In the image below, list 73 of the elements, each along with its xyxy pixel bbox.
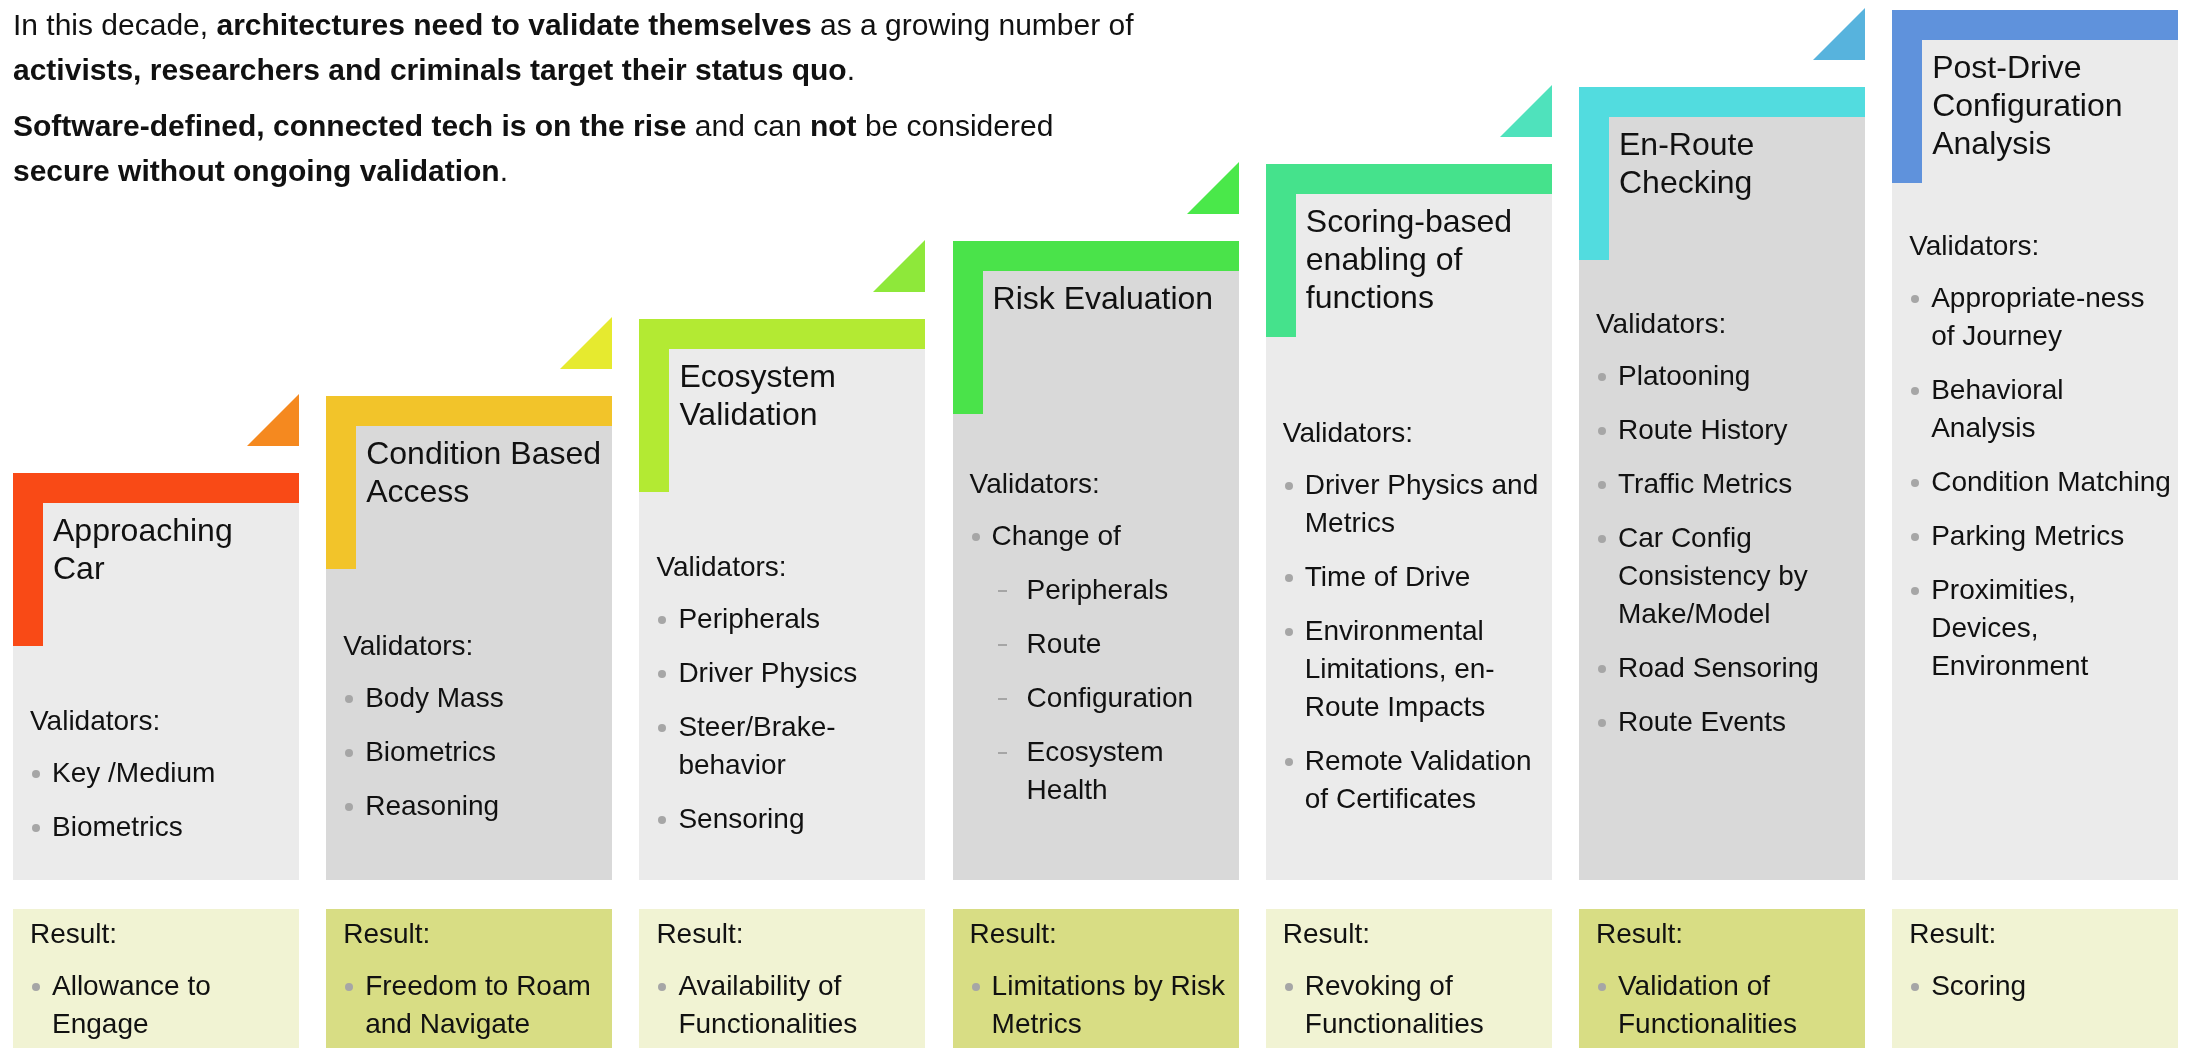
stage-title: Ecosystem Validation bbox=[679, 356, 837, 433]
list-item: Behavioral Analysis bbox=[1909, 370, 2173, 447]
intro-text: In this decade, architectures need to validate themselves as a growing number of activists, researchers and criminals target their status quo. bbox=[13, 7, 1135, 88]
list-item: Allowance to Engage bbox=[30, 967, 293, 1043]
section-heading: Result: bbox=[1596, 917, 1685, 951]
list-item: Validation of Functionalities bbox=[1596, 967, 1859, 1043]
list-item: Sensoring bbox=[656, 799, 920, 838]
list-item: Key /Medium bbox=[30, 754, 293, 792]
result-card bbox=[326, 909, 613, 1048]
intro-text: Software-defined, connected tech is on the rise and can not be considered secure without ongoing validation. bbox=[13, 108, 1055, 189]
list-item: Biometrics bbox=[30, 808, 293, 846]
list-item: Limitations by Risk Metrics bbox=[969, 967, 1233, 1043]
section-heading: Result: bbox=[969, 917, 1058, 951]
section-heading: Result: bbox=[656, 917, 745, 951]
list-item: Time of Drive bbox=[1282, 558, 1546, 597]
list-item: Car Config Consistency by Make/Model bbox=[1596, 519, 1859, 633]
list-item: Biometrics bbox=[343, 732, 607, 771]
list-item: Steer/Brake-behavior bbox=[656, 707, 920, 784]
list-item: Peripherals bbox=[656, 599, 920, 638]
section-heading: Validators: bbox=[1596, 307, 1728, 341]
list-item: Condition Matching bbox=[1909, 462, 2173, 501]
stage-title: Approaching Car bbox=[53, 511, 234, 587]
stage-card bbox=[326, 395, 613, 880]
section-heading: Validators: bbox=[30, 704, 162, 738]
list-item: Driver Physics bbox=[656, 653, 920, 692]
list-item: Route bbox=[993, 625, 1233, 664]
stage-card bbox=[1265, 164, 1552, 880]
result-card bbox=[639, 909, 926, 1048]
stage-card bbox=[1892, 9, 2179, 880]
stage-title: Scoring-based enabling of functions bbox=[1305, 202, 1514, 317]
list-item: Environmental Limitations, en-Route Impacts bbox=[1282, 612, 1546, 727]
list-item: Reasoning bbox=[343, 786, 607, 825]
list-item: Parking Metrics bbox=[1909, 516, 2173, 555]
list-item: Route History bbox=[1596, 411, 1859, 449]
section-heading: Result: bbox=[1909, 917, 1998, 951]
section-heading: Result: bbox=[30, 917, 119, 951]
result-card bbox=[13, 909, 299, 1048]
list-item: Peripherals bbox=[993, 571, 1233, 610]
stage-title: Condition Based Access bbox=[366, 433, 602, 510]
stage-card bbox=[952, 241, 1239, 880]
stage-card bbox=[639, 318, 926, 880]
section-heading: Validators: bbox=[1909, 228, 2041, 263]
stage-card bbox=[1579, 87, 1865, 880]
stage-title: Risk Evaluation bbox=[992, 279, 1215, 318]
stage-title: Post-Drive Configuration Analysis bbox=[1932, 47, 2124, 162]
list-item: Appropriate-ness of Journey bbox=[1909, 278, 2173, 355]
list-item: Road Sensoring bbox=[1596, 649, 1859, 687]
stage-title: En-Route Checking bbox=[1619, 125, 1756, 201]
result-card bbox=[1265, 909, 1552, 1048]
list-item: Remote Validation of Certificates bbox=[1282, 742, 1546, 819]
section-heading: Result: bbox=[1282, 917, 1371, 951]
section-heading: Validators: bbox=[656, 549, 788, 584]
list-item: Route Events bbox=[1596, 703, 1859, 741]
list-item: Platooning bbox=[1596, 357, 1859, 395]
list-item: Freedom to Roam and Navigate bbox=[343, 967, 607, 1043]
list-item: Ecosystem Health bbox=[993, 733, 1233, 810]
list-item: Revoking of Functionalities bbox=[1282, 967, 1546, 1043]
section-heading: Result: bbox=[343, 917, 432, 951]
result-card bbox=[952, 909, 1239, 1048]
list-item: Proximities, Devices, Environment bbox=[1909, 570, 2173, 685]
list-item: Scoring bbox=[1909, 967, 2173, 1005]
list-item: Body Mass bbox=[343, 678, 607, 717]
section-heading: Validators: bbox=[1282, 416, 1414, 451]
stage-card bbox=[13, 473, 299, 880]
section-heading: Validators: bbox=[343, 628, 475, 663]
list-item: Change of bbox=[969, 517, 1233, 556]
list-item: Driver Physics and Metrics bbox=[1282, 466, 1546, 543]
list-item: Configuration bbox=[993, 679, 1233, 718]
list-item: Traffic Metrics bbox=[1596, 465, 1859, 503]
result-card bbox=[1892, 909, 2179, 1048]
list-item: Availability of Functionalities bbox=[656, 967, 920, 1043]
result-card bbox=[1579, 909, 1865, 1048]
section-heading: Validators: bbox=[969, 467, 1101, 502]
